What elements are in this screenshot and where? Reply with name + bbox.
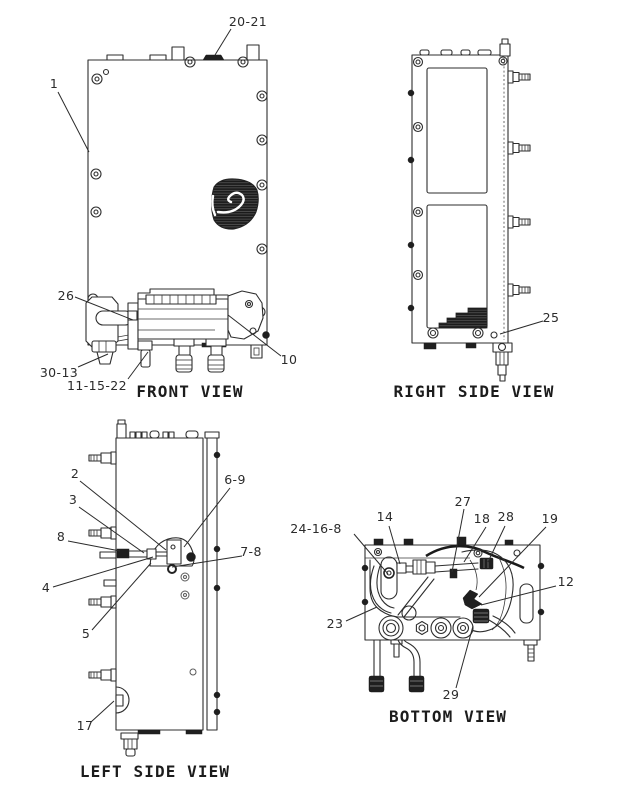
fitting-30-13 (91, 340, 117, 353)
callout-19: 19 (542, 511, 559, 526)
connector-20-21 (202, 54, 225, 61)
callout-2: 2 (71, 466, 79, 481)
right-side-view: 25 RIGHT SIDE VIEW (394, 38, 560, 401)
callout-5: 5 (82, 626, 90, 641)
left-side-view-title: LEFT SIDE VIEW (80, 762, 230, 781)
callout-18: 18 (474, 511, 491, 526)
front-view-title: FRONT VIEW (136, 382, 243, 401)
notch-17 (115, 686, 130, 714)
front-view: 1 20-21 26 30-13 11-15-22 10 FRONT VIEW (40, 14, 298, 401)
bottom-bracket (492, 342, 513, 382)
callout-20-21: 20-21 (229, 14, 267, 29)
connector-28 (479, 557, 494, 570)
clamp-27 (449, 568, 458, 579)
callout-17: 17 (77, 718, 94, 733)
callout-24-16-8: 24-16-8 (290, 521, 342, 536)
callout-12: 12 (558, 574, 575, 589)
left-studs (88, 451, 117, 682)
bracket-detail (116, 537, 196, 574)
fitting-14 (396, 562, 407, 574)
callout-8: 8 (57, 529, 65, 544)
bottom-view-leaders (345, 508, 557, 689)
bracket-23 (369, 565, 392, 614)
left-side-view-leaders (52, 480, 243, 723)
left-side-view: 2 3 8 4 5 17 6-9 7-8 LEFT SIDE VIEW (42, 419, 262, 781)
bottom-view: 24-16-8 14 27 18 28 19 23 12 29 BOTTOM V… (290, 494, 574, 726)
callout-29: 29 (443, 687, 460, 702)
bottom-fitting (120, 732, 139, 757)
callout-7-8: 7-8 (240, 544, 262, 559)
capsule-24-16-8 (380, 556, 398, 600)
connector-12 (462, 589, 483, 610)
front-valve-assembly (85, 288, 264, 373)
fitting-29 (472, 608, 490, 624)
hatched-wedge (438, 307, 488, 329)
hose-connector-a (173, 338, 195, 373)
callout-6-9: 6-9 (224, 472, 246, 487)
callout-23: 23 (327, 616, 344, 631)
callout-3: 3 (69, 492, 77, 507)
fitting-11-15-22 (137, 340, 153, 351)
callout-11-15-22: 11-15-22 (67, 378, 127, 393)
right-side-view-title: RIGHT SIDE VIEW (394, 382, 555, 401)
callout-4: 4 (42, 580, 50, 595)
front-view-leaders (57, 28, 282, 380)
hatched-emblem (211, 178, 259, 230)
drain-tubes (368, 639, 425, 693)
side-studs (507, 70, 531, 297)
right-side-view-leaders (499, 320, 544, 335)
callout-25: 25 (543, 310, 560, 325)
front-view-drawing (85, 44, 270, 373)
hose-connector-b (205, 338, 227, 373)
bottom-view-drawing (361, 536, 545, 693)
callout-28: 28 (498, 509, 515, 524)
callout-10: 10 (281, 352, 298, 367)
bottom-view-title: BOTTOM VIEW (389, 707, 507, 726)
callout-14: 14 (377, 509, 394, 524)
right-side-view-drawing (407, 38, 531, 382)
callout-1: 1 (50, 76, 58, 91)
callout-27: 27 (455, 494, 472, 509)
callout-30-13: 30-13 (40, 365, 78, 380)
callout-26: 26 (58, 288, 75, 303)
hole-25 (490, 331, 498, 339)
left-side-view-drawing (88, 419, 221, 757)
